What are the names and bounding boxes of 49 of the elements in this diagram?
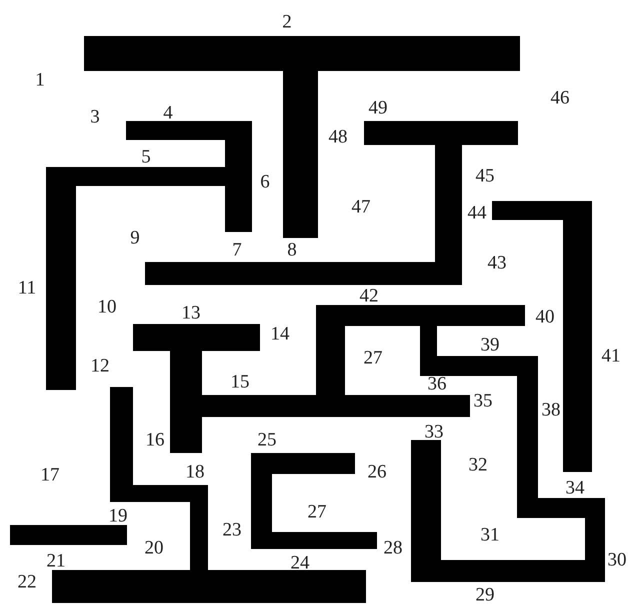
callout-number: 33 [424,422,444,442]
callout-number: 9 [130,228,140,248]
callout-number: 46 [550,88,570,108]
callout-number: 29 [476,586,494,604]
callout-number: 41 [602,346,620,366]
callout-number: 26 [368,462,386,482]
callout-number: 20 [144,538,164,558]
callout-number: 14 [270,324,290,344]
callout-number: 15 [230,372,250,392]
callout-number: 13 [182,304,200,322]
callout-number: 19 [108,506,128,526]
callout-number: 27 [308,502,326,522]
callout-number: 10 [98,298,116,316]
callout-number: 16 [146,430,164,450]
callout-number: 49 [368,98,388,118]
callout-number: 30 [608,550,626,570]
callout-number: 27 [364,348,382,368]
callout-number: 5 [141,148,151,166]
callout-number: 21 [46,552,66,570]
callout-number: 45 [476,166,494,186]
callout-number: 34 [566,478,584,498]
callout-number: 25 [258,430,276,450]
callout-number: 38 [542,400,560,420]
callout-number: 12 [90,356,110,376]
callout-number: 11 [18,278,36,298]
callout-number: 2 [282,12,292,32]
callout-number: 22 [18,572,36,592]
callout-number: 42 [360,286,378,306]
callout-number: 4 [163,104,173,122]
callout-number: 31 [480,526,500,544]
callout-number: 24 [290,554,310,572]
callout-number: 39 [480,336,500,354]
callout-number: 1 [35,70,45,90]
callout-number: 7 [232,240,242,260]
callout-number: 32 [468,456,488,474]
callout-number: 35 [474,392,492,410]
callout-number: 44 [468,204,486,222]
callout-number: 48 [328,128,348,146]
callout-number: 43 [488,254,506,272]
callout-number: 28 [384,538,402,558]
callout-number: 17 [40,466,60,484]
callout-number: 36 [428,374,446,394]
callout-number: 23 [222,520,242,540]
callout-number: 6 [260,172,270,192]
callout-number: 47 [352,198,370,216]
callout-number: 40 [536,308,554,326]
callout-number: 3 [90,108,100,126]
callout-number: 8 [287,240,297,260]
callout-number: 18 [186,462,204,482]
